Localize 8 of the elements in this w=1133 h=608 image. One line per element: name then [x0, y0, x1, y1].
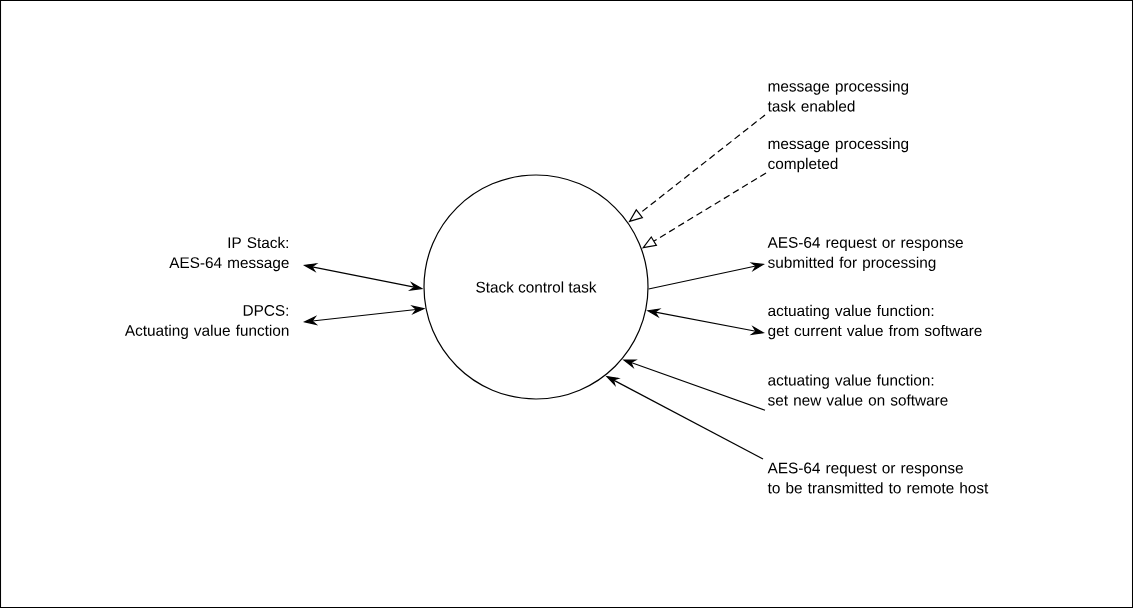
text-label: AES-64 request or response to be transmitted to remote host — [767, 462, 989, 494]
text-label: message processing completed — [768, 137, 909, 173]
text-label: actuating value function: get current value from software — [768, 304, 982, 340]
text-label: DPCS: Actuating value function — [124, 305, 289, 339]
text-label: AES-64 request or response submitted for processing — [767, 237, 963, 271]
text-label: IP Stack: AES-64 message — [169, 236, 289, 272]
text-label: actuating value function: set new value on software — [768, 374, 948, 406]
text-label: message processing task enabled — [767, 80, 909, 112]
